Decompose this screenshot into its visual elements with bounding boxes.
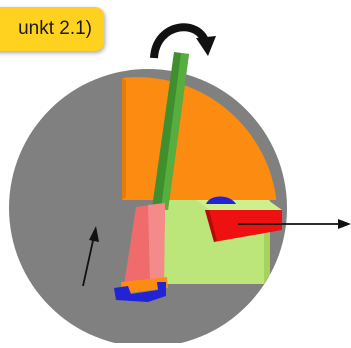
red-insert-shade bbox=[205, 210, 217, 242]
bottom-clamp bbox=[114, 282, 166, 302]
pressure-arrow-icon bbox=[82, 226, 99, 287]
top-clamp bbox=[206, 196, 236, 204]
feed-arrow-icon bbox=[238, 219, 351, 229]
rotation-arrow-icon bbox=[150, 23, 216, 59]
sleeve-base bbox=[121, 277, 168, 294]
step-label-text: unkt 2.1) bbox=[18, 18, 92, 39]
red-insert bbox=[205, 210, 282, 242]
tool-rod-highlight bbox=[161, 53, 189, 210]
step-label: unkt 2.1) bbox=[0, 7, 104, 51]
orange-sector-shade bbox=[122, 78, 126, 200]
tool-sleeve-highlight bbox=[148, 203, 165, 282]
orange-sector bbox=[122, 77, 276, 200]
